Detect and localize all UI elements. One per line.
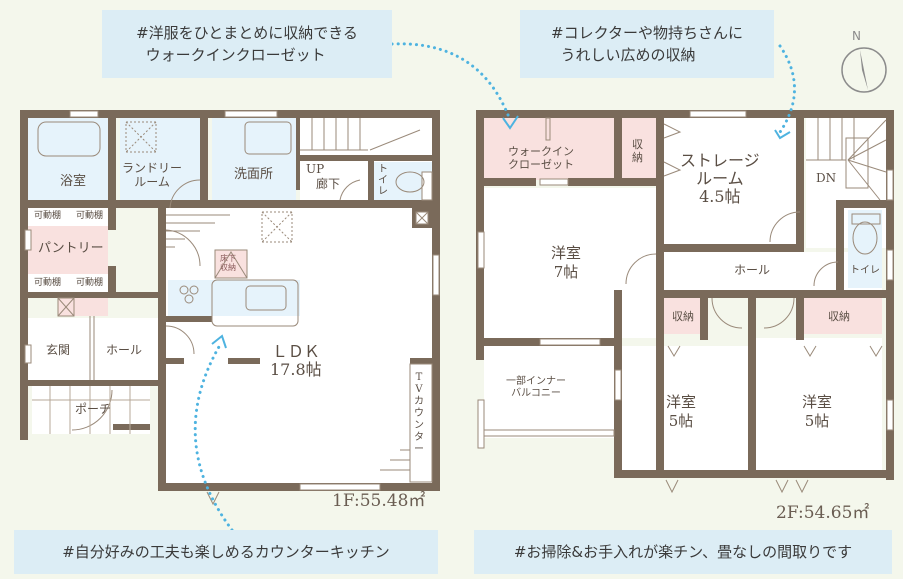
floor2-plan <box>206 110 894 506</box>
room-pantry: パントリー <box>38 241 104 256</box>
room-storage-room: ストレージ ルーム 4.5帖 <box>680 151 760 206</box>
callout-counter-kitchen: #自分好みの工夫も楽しめるカウンターキッチン <box>14 530 438 574</box>
tv-counter: T V カ ウ ン タ ー <box>414 372 424 455</box>
room-laundry: ランドリー ルーム <box>122 161 183 189</box>
floor1-plan <box>20 110 440 491</box>
room-corridor: 廊下 <box>316 177 341 191</box>
label-dn: DN <box>816 171 837 185</box>
room-bath: 浴室 <box>60 174 87 189</box>
room-storage-a: 収納 <box>672 310 694 323</box>
callout-text: #お掃除&お手入れが楽チン、畳なしの間取りです <box>513 543 853 561</box>
shelf-label: 可動棚 <box>76 278 104 288</box>
callout-text: #自分好みの工夫も楽しめるカウンターキッチン <box>62 543 390 561</box>
room-storage-small: 収 納 <box>632 138 643 164</box>
underfloor-storage: 床下 収納 <box>220 254 236 273</box>
shelf-label: 可動棚 <box>34 278 62 288</box>
callout-easy-cleaning: #お掃除&お手入れが楽チン、畳なしの間取りです <box>474 530 892 574</box>
room-western-5a: 洋室 5帖 <box>666 393 697 430</box>
compass-north-label: N <box>852 29 861 43</box>
room-washroom: 洗面所 <box>234 167 274 182</box>
callout-text: #洋服をひとまとめに収納できる ウォークインクローゼット <box>136 24 358 64</box>
shelf-label: 可動棚 <box>34 211 62 221</box>
room-walk-in-closet: ウォークイン クローゼット <box>508 145 574 171</box>
callout-text: #コレクターや物持ちさんに うれしい広めの収納 <box>551 24 743 64</box>
room-hall-1f: ホール <box>106 343 143 357</box>
floor2-area: 2F:54.65㎡ <box>776 503 870 523</box>
room-western-7: 洋室 7帖 <box>551 244 582 281</box>
callout-walk-in-closet: #洋服をひとまとめに収納できる ウォークインクローゼット <box>102 10 392 78</box>
shelf-label: 可動棚 <box>76 211 104 221</box>
compass-icon <box>841 47 887 93</box>
floor1-area: 1F:55.48㎡ <box>332 491 426 511</box>
room-toilet-2f: トイレ <box>850 265 880 276</box>
room-western-5b: 洋室 5帖 <box>802 393 833 430</box>
room-toilet-1f: ト イ レ <box>378 164 388 197</box>
room-entrance: 玄関 <box>46 343 71 357</box>
arrowhead-icon <box>211 115 791 349</box>
room-storage-b: 収納 <box>828 310 850 323</box>
label-up: UP <box>306 162 325 176</box>
room-hall-2f: ホール <box>734 263 771 277</box>
callout-collector-storage: #コレクターや物持ちさんに うれしい広めの収納 <box>520 10 774 78</box>
dotted-arrow-icon <box>193 42 796 532</box>
room-ldk: ＬＤＫ 17.8帖 <box>270 342 322 380</box>
room-porch: ポーチ <box>75 402 112 416</box>
room-inner-balcony: 一部インナー バルコニー <box>506 376 566 399</box>
